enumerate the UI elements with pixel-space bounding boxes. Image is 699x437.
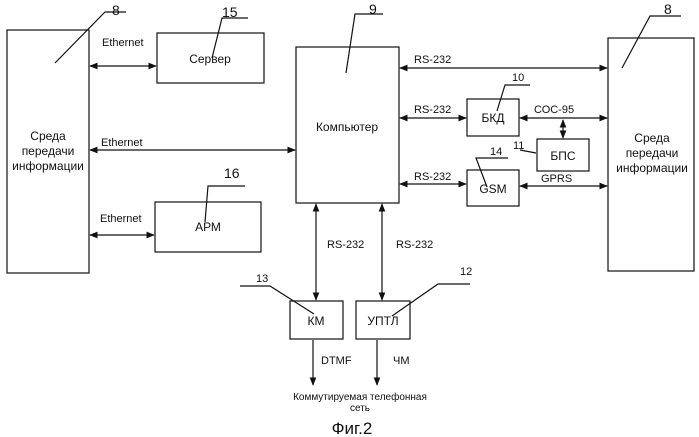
server-block: Сервер <box>157 33 264 83</box>
left-medium-line1: Среда <box>30 129 66 143</box>
gsm-label: GSM <box>479 182 506 196</box>
network-label-line2: сеть <box>350 403 370 414</box>
arm-label: АРМ <box>195 220 221 234</box>
right-medium-number: 8 <box>664 1 672 17</box>
arm-number: 16 <box>224 165 240 181</box>
right-medium-line3: информации <box>616 161 688 175</box>
uptl-label: УПТЛ <box>367 314 398 328</box>
computer-label: Компьютер <box>316 120 378 134</box>
ethernet-server-label: Ethernet <box>102 37 144 49</box>
left-medium-block: Среда передачи информации <box>7 30 89 273</box>
chm-label: ЧМ <box>393 355 410 367</box>
right-medium-block: Среда передачи информации <box>608 38 694 271</box>
server-number: 15 <box>222 4 238 20</box>
bkd-label: БКД <box>482 111 505 125</box>
server-label: Сервер <box>189 52 231 66</box>
arm-block: АРМ <box>155 202 261 252</box>
bkd-number: 10 <box>512 72 524 84</box>
network-label-line1: Коммутируемая телефонная <box>293 391 427 403</box>
figure-caption: Фиг.2 <box>332 419 373 437</box>
right-medium-line1: Среда <box>634 131 670 145</box>
km-number: 13 <box>256 273 268 285</box>
gsm-block: GSM <box>467 170 519 206</box>
gsm-number: 14 <box>490 146 502 158</box>
bps-number: 11 <box>513 140 524 152</box>
gprs-label: GPRS <box>541 173 572 185</box>
dtmf-label: DTMF <box>321 355 352 367</box>
rs232-km-label: RS-232 <box>327 239 364 251</box>
ethernet-computer-label: Ethernet <box>101 137 143 149</box>
ethernet-arm-label: Ethernet <box>100 213 142 225</box>
left-medium-number: 8 <box>112 2 120 18</box>
right-medium-line2: передачи <box>626 146 679 160</box>
rs232-top-label: RS-232 <box>414 54 451 66</box>
left-medium-line3: информации <box>12 159 84 173</box>
uptl-number: 12 <box>460 266 472 278</box>
left-medium-line2: передачи <box>22 144 75 158</box>
km-label: КМ <box>308 314 325 328</box>
computer-number: 9 <box>369 1 377 17</box>
km-block: КМ <box>290 301 343 339</box>
bps-block: БПС <box>537 139 589 171</box>
bkd-block: БКД <box>467 99 519 136</box>
coc95-label: СОС-95 <box>534 104 574 116</box>
rs232-uptl-label: RS-232 <box>396 239 433 251</box>
rs232-bkd-label: RS-232 <box>414 104 451 116</box>
rs232-gsm-label: RS-232 <box>414 171 451 183</box>
computer-block: Компьютер <box>296 47 399 203</box>
bps-label: БПС <box>550 149 576 163</box>
uptl-block: УПТЛ <box>356 301 410 339</box>
